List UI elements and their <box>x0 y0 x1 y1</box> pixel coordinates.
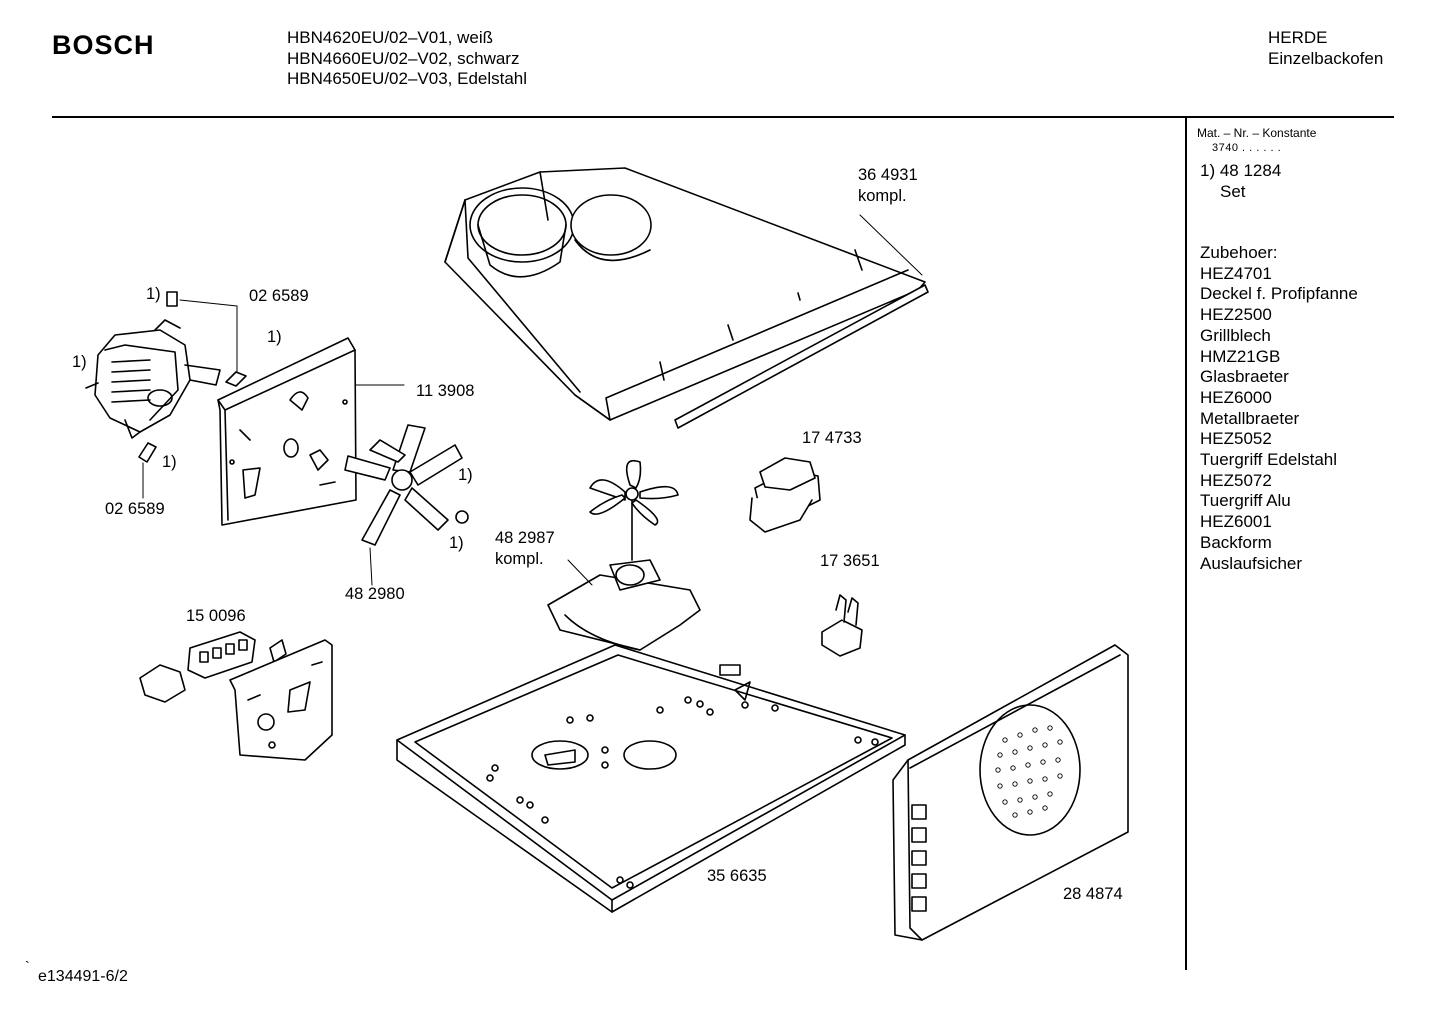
gasket-strip <box>674 284 929 429</box>
part-label-173651: 17 3651 <box>820 552 880 570</box>
part-number: 36 4931 <box>858 166 918 184</box>
leader-line <box>369 547 373 586</box>
accessory-item: HEZ6000 <box>1200 387 1272 407</box>
part-label-026589-bottom: 02 6589 <box>105 500 165 518</box>
part-label-026589-top: 02 6589 <box>249 287 309 305</box>
accessory-item: HEZ4701 <box>1200 263 1272 283</box>
part-label-174733: 17 4733 <box>802 429 862 447</box>
control-bracket <box>229 639 333 761</box>
mat-number-header: Mat. – Nr. – Konstante <box>1197 126 1317 140</box>
set-marker: 1) <box>449 534 464 552</box>
part-label-482980: 48 2980 <box>345 585 405 603</box>
control-switch-block <box>139 631 256 703</box>
thermal-switch <box>821 594 863 657</box>
accessory-item: Zubehoer: <box>1200 243 1278 262</box>
part-label-113908: 11 3908 <box>416 382 475 400</box>
drawing-id: e134491-6/2 <box>38 968 128 985</box>
model-line: HBN4650EU/02–V03, Edelstahl <box>287 69 528 88</box>
sidebar-divider <box>1185 118 1187 970</box>
part-label-356635: 35 6635 <box>707 867 767 885</box>
set-marker: 1) <box>146 285 161 303</box>
accessory-item: HEZ5072 <box>1200 470 1272 490</box>
cooling-fan <box>589 460 679 526</box>
cooling-fan-motor-plate <box>547 559 701 651</box>
set-marker: 1) <box>72 353 87 371</box>
fan-cover-hood <box>444 167 926 421</box>
accessory-list: Zubehoer: HEZ4701 Deckel f. Profipfanne … <box>1200 243 1358 574</box>
corner-mark: ` <box>25 958 30 974</box>
model-list: HBN4620EU/02–V01, weiß HBN4660EU/02–V02,… <box>287 28 527 90</box>
leader-line <box>179 299 238 373</box>
accessory-item: Tuergriff Alu <box>1200 491 1291 511</box>
clip-part <box>138 442 157 463</box>
oven-base-tray <box>396 644 906 913</box>
clip-part <box>166 291 178 307</box>
mat-number-value: 3740 . . . . . . <box>1212 142 1282 154</box>
model-line: HBN4660EU/02–V02, schwarz <box>287 48 520 68</box>
part-note: kompl. <box>495 550 544 568</box>
accessory-item: HEZ5052 <box>1200 429 1272 449</box>
leader-line <box>859 214 923 276</box>
part-note: kompl. <box>858 187 907 205</box>
set-marker: 1) <box>162 453 177 471</box>
category-subtitle: Einzelbackofen <box>1268 48 1384 68</box>
category-title: HERDE <box>1268 28 1328 47</box>
exploded-view-drawing <box>85 167 1129 941</box>
accessory-item: Grillblech <box>1200 325 1271 345</box>
accessory-item: Backform <box>1200 532 1272 552</box>
set-note-text: Set <box>1220 181 1246 201</box>
set-note: 1) 48 1284 Set <box>1200 161 1281 202</box>
header-divider <box>52 116 1394 118</box>
set-marker: 1) <box>267 328 282 346</box>
clip-part <box>269 639 287 663</box>
clip-part <box>225 371 247 387</box>
accessory-item: Auslaufsicher <box>1200 553 1303 573</box>
set-marker: 1) <box>458 466 473 484</box>
part-label-150096: 15 0096 <box>186 607 246 625</box>
part-label-284874: 28 4874 <box>1063 885 1123 903</box>
accessory-item: Glasbraeter <box>1200 367 1289 387</box>
fan-motor <box>85 319 221 439</box>
accessory-item: Tuergriff Edelstahl <box>1200 450 1338 470</box>
accessory-item: HEZ6001 <box>1200 512 1272 532</box>
model-line: HBN4620EU/02–V01, weiß <box>287 28 494 47</box>
nut-part <box>455 510 469 524</box>
accessory-item: Deckel f. Profipfanne <box>1200 284 1358 304</box>
fan-wheel <box>344 424 463 546</box>
back-cover-panel <box>892 644 1129 941</box>
part-label-482987: 48 2987 kompl. <box>495 528 555 570</box>
accessory-item: Metallbraeter <box>1200 408 1300 428</box>
accessory-item: HEZ2500 <box>1200 305 1272 325</box>
brand-logo: BOSCH <box>52 30 155 60</box>
leader-line <box>567 559 593 586</box>
part-number: 48 2987 <box>495 529 555 547</box>
accessory-item: HMZ21GB <box>1200 346 1281 366</box>
part-label-364931: 36 4931 kompl. <box>858 165 918 207</box>
transformer <box>749 457 821 533</box>
appliance-category: HERDE Einzelbackofen <box>1268 28 1383 69</box>
set-note-number: 1) 48 1284 <box>1200 161 1282 180</box>
rear-panel <box>217 337 357 526</box>
